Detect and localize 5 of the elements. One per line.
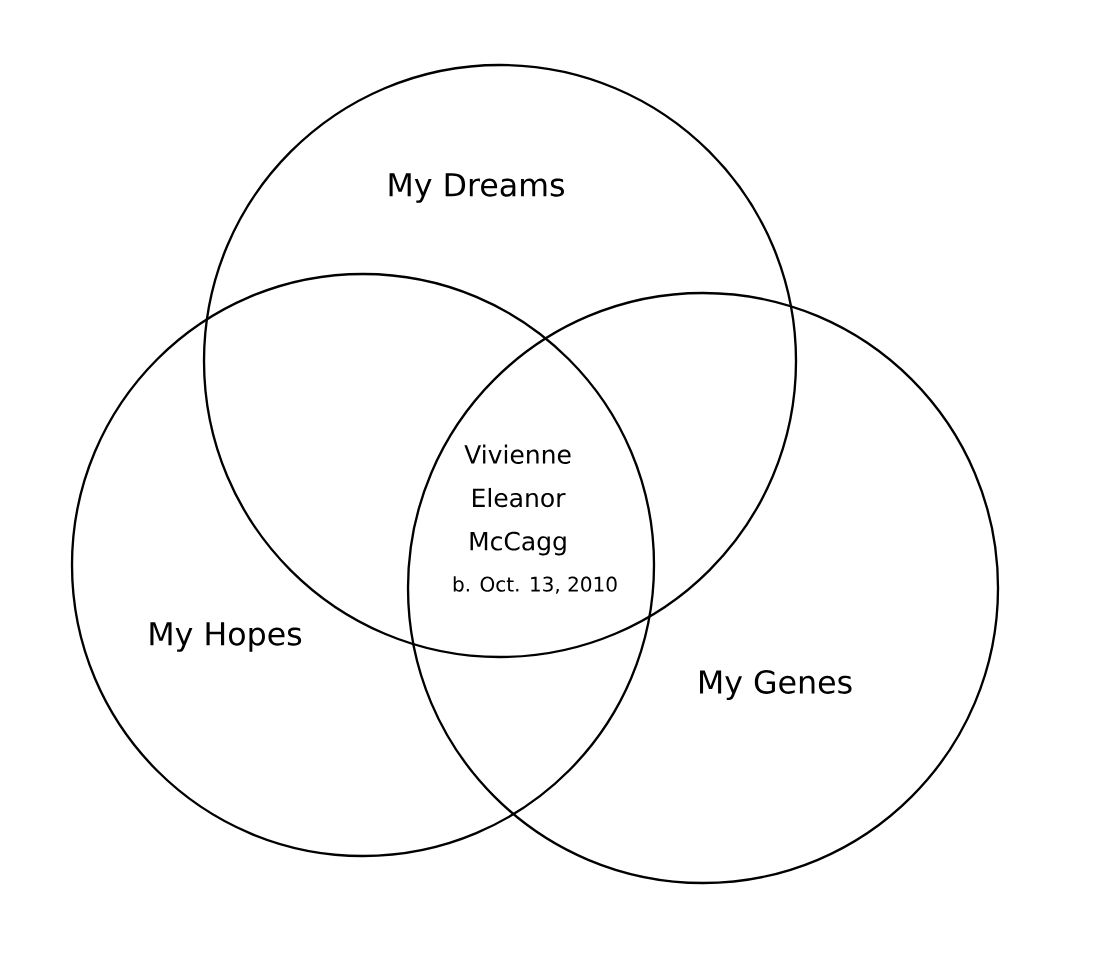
circle-label: My Genes <box>700 669 852 701</box>
center-label: Vivienne Eleanor McCagg <box>464 444 571 556</box>
circle-label: My Dreams <box>389 173 564 203</box>
center-label: b. Oct. 13, 2010 <box>453 576 617 594</box>
circle-label: My Hopes <box>150 622 302 652</box>
